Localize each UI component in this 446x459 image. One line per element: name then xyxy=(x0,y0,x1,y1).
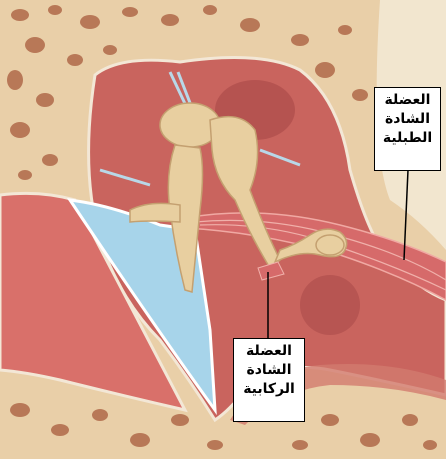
tensor-tympani-label-line1: العضلة xyxy=(379,91,436,110)
cavity-shadow-lower xyxy=(300,275,360,335)
stapedius-label-line3: الركابية xyxy=(238,380,300,399)
stapedius-label-line2: الشادة xyxy=(238,361,300,380)
tensor-tympani-label: العضلة الشادة الطبلية xyxy=(374,87,441,171)
stapedius-label: العضلة الشادة الركابية xyxy=(233,338,305,422)
tensor-tympani-label-line3: الطبلية xyxy=(379,129,436,148)
tensor-tympani-label-line2: الشادة xyxy=(379,110,436,129)
stapedius-label-line1: العضلة xyxy=(238,342,300,361)
